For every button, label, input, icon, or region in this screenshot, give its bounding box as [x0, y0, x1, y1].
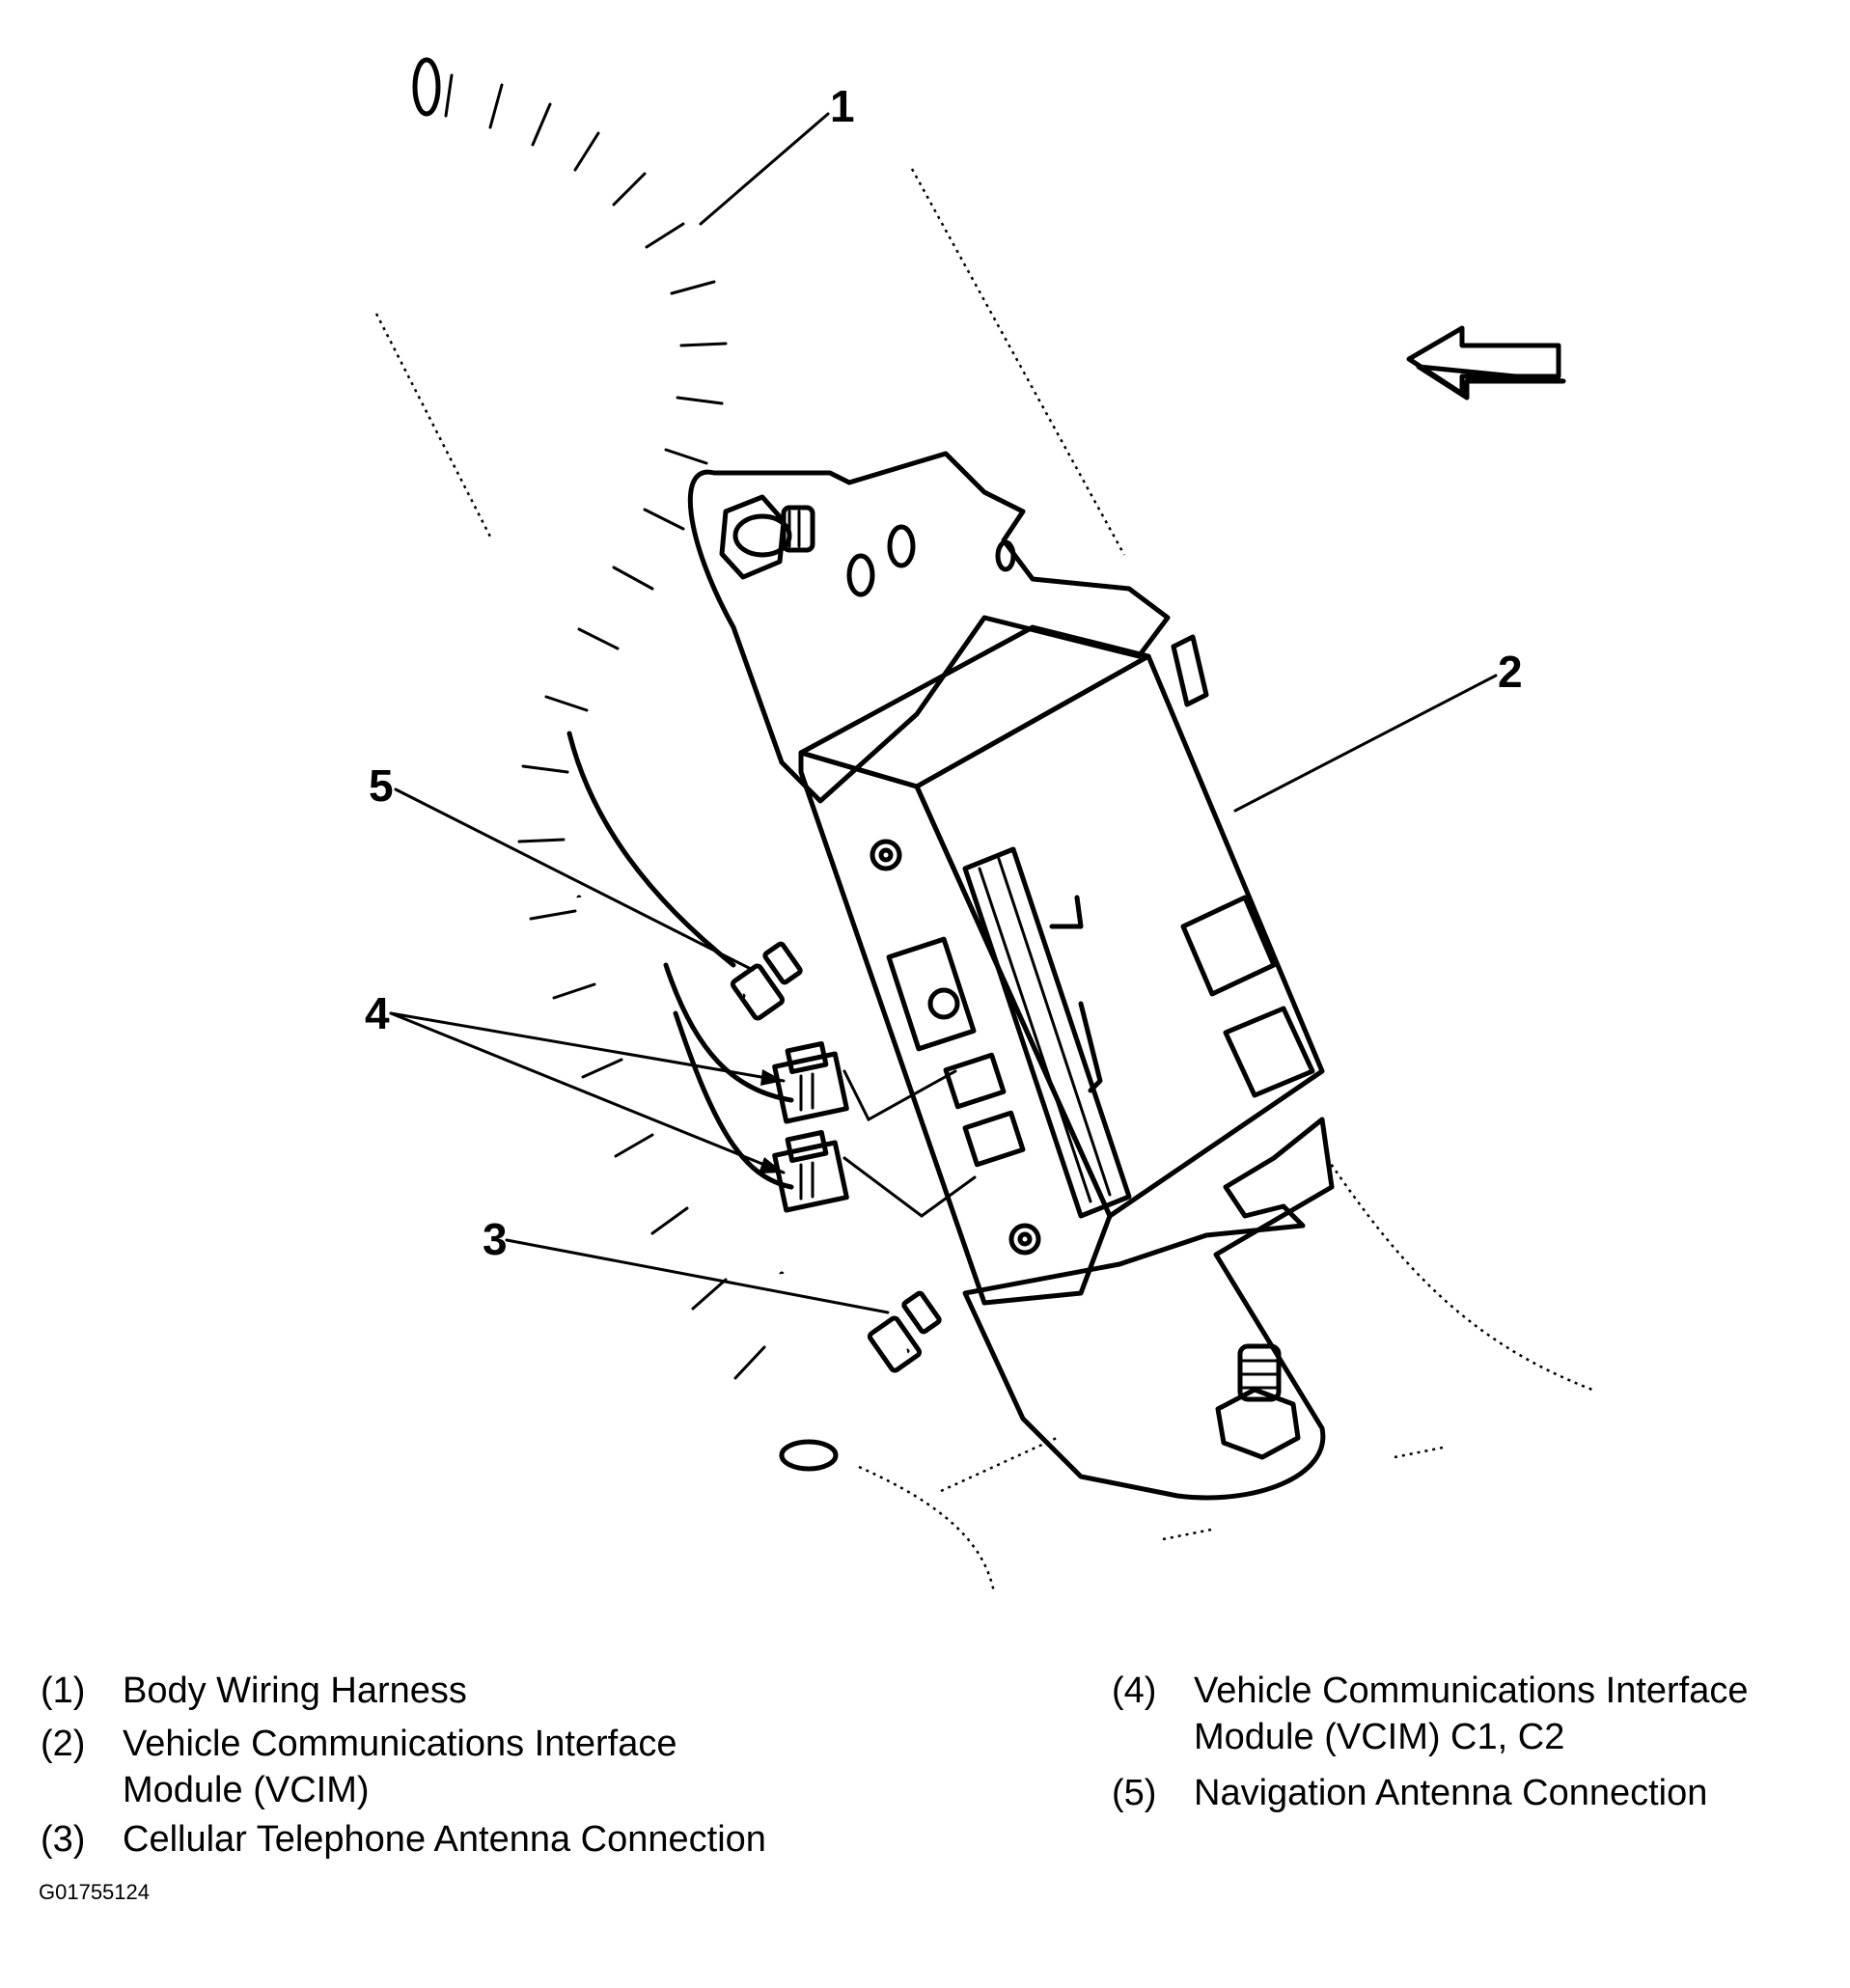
legend-text: Cellular Telephone Antenna Connection: [123, 1819, 766, 1860]
legend-number: (3): [41, 1819, 86, 1860]
callout-4: 4: [365, 988, 390, 1038]
vcim-illustration: 1 2 3 4 5: [365, 57, 1593, 1593]
body-wiring-harness: [401, 57, 839, 1480]
cellular-antenna-connection: [779, 1271, 942, 1373]
mounting-bolt-top: [719, 494, 815, 580]
navigation-antenna-connection: [576, 895, 803, 1021]
surface-hatching: [374, 168, 1593, 1593]
legend-number: (2): [41, 1724, 86, 1764]
legend-number: (1): [41, 1670, 86, 1711]
leader-lines: [389, 112, 1498, 1314]
figure-id: G01755124: [39, 1880, 150, 1904]
connector-c1: [772, 1040, 849, 1124]
callout-5: 5: [369, 760, 394, 811]
callout-1: 1: [830, 81, 855, 131]
vcim-module: [687, 451, 1335, 1501]
legend-text: Navigation Antenna Connection: [1194, 1773, 1708, 1813]
arrow-left-icon: [1406, 325, 1566, 400]
legend-number: (4): [1112, 1670, 1157, 1711]
legend-number: (5): [1112, 1773, 1157, 1813]
callout-2: 2: [1498, 647, 1523, 697]
mounting-bolt-bottom: [1215, 1343, 1301, 1460]
vcim-c1-c2-connectors: [663, 962, 977, 1218]
legend-text: Vehicle Communications Interface Module …: [123, 1724, 677, 1810]
legend-text: Vehicle Communications Interface Module …: [1194, 1670, 1749, 1757]
connector-c2: [772, 1129, 849, 1213]
legend-text: Body Wiring Harness: [123, 1670, 467, 1711]
callout-3: 3: [483, 1214, 508, 1264]
